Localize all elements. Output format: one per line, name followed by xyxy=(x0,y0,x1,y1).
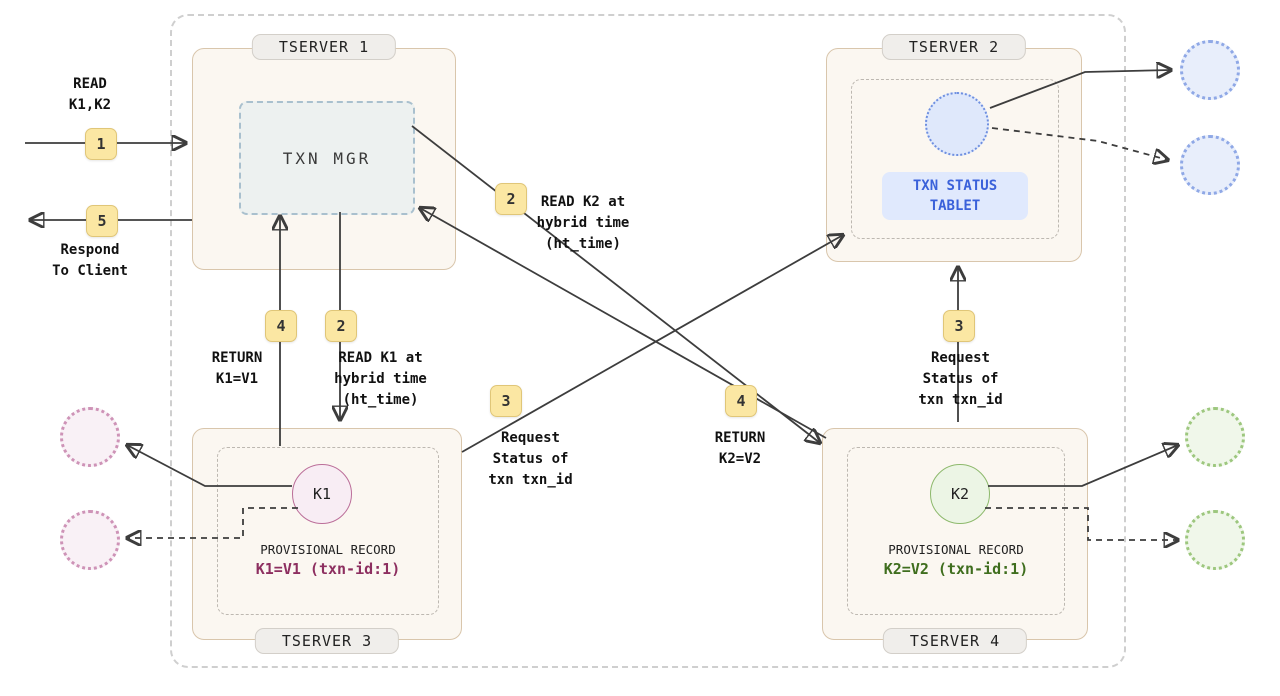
tserver4-title: TSERVER 4 xyxy=(882,628,1028,654)
replica-circle-green-2 xyxy=(1185,510,1245,570)
tserver2-title: TSERVER 2 xyxy=(881,34,1027,60)
txn-mgr-box: TXN MGR xyxy=(239,101,415,215)
status-tablet-circle xyxy=(925,92,989,156)
tserver1-title: TSERVER 1 xyxy=(251,34,397,60)
replica-circle-green-1 xyxy=(1185,407,1245,467)
client-read-label: READ K1,K2 xyxy=(68,76,112,113)
read-k2-label: READ K2 at hybrid time (ht_time) xyxy=(536,194,630,252)
tserver4-tablet-group: K2 PROVISIONAL RECORD K2=V2 (txn-id:1) xyxy=(847,447,1065,615)
client-respond-label: Respond To Client xyxy=(52,242,128,279)
tserver3-record-value: K1=V1 (txn-id:1) xyxy=(255,560,401,578)
tserver3-tablet-group: K1 PROVISIONAL RECORD K1=V1 (txn-id:1) xyxy=(217,447,439,615)
return-k1-label: RETURN K1=V1 xyxy=(211,350,263,387)
step-badge-2-read-k1: 2 xyxy=(325,310,357,342)
replica-circle-blue-2 xyxy=(1180,135,1240,195)
tserver3-title: TSERVER 3 xyxy=(254,628,400,654)
txn-status-tablet-label: TXN STATUS TABLET xyxy=(882,172,1028,220)
tserver2-tablet-group: TXN STATUS TABLET xyxy=(851,79,1059,239)
replica-circle-pink-1 xyxy=(60,407,120,467)
step-badge-2-read-k2: 2 xyxy=(495,183,527,215)
tserver4-record-caption: PROVISIONAL RECORD xyxy=(888,542,1024,557)
tserver3-box: TSERVER 3 K1 PROVISIONAL RECORD K1=V1 (t… xyxy=(192,428,462,654)
k2-tablet-circle: K2 xyxy=(930,464,990,524)
cluster-frame xyxy=(170,14,1126,668)
step-badge-1: 1 xyxy=(85,128,117,160)
step-badge-3-request-right: 3 xyxy=(943,310,975,342)
tserver2-box: TSERVER 2 TXN STATUS TABLET xyxy=(826,34,1082,262)
replica-circle-blue-1 xyxy=(1180,40,1240,100)
tserver4-box: TSERVER 4 K2 PROVISIONAL RECORD K2=V2 (t… xyxy=(822,428,1088,654)
replica-circle-pink-2 xyxy=(60,510,120,570)
request-status-right-label: Request Status of txn txn_id xyxy=(918,350,1003,408)
tserver4-record-value: K2=V2 (txn-id:1) xyxy=(883,560,1029,578)
step-badge-4-return-k1: 4 xyxy=(265,310,297,342)
tserver1-box: TSERVER 1 TXN MGR xyxy=(192,34,456,270)
tserver3-record-caption: PROVISIONAL RECORD xyxy=(260,542,396,557)
read-k1-label: READ K1 at hybrid time (ht_time) xyxy=(334,350,427,408)
step-badge-5: 5 xyxy=(86,205,118,237)
step-badge-3-request-left: 3 xyxy=(490,385,522,417)
return-k2-label: RETURN K2=V2 xyxy=(714,430,766,467)
k1-tablet-circle: K1 xyxy=(292,464,352,524)
step-badge-4-return-k2: 4 xyxy=(725,385,757,417)
request-status-left-label: Request Status of txn txn_id xyxy=(488,430,573,488)
